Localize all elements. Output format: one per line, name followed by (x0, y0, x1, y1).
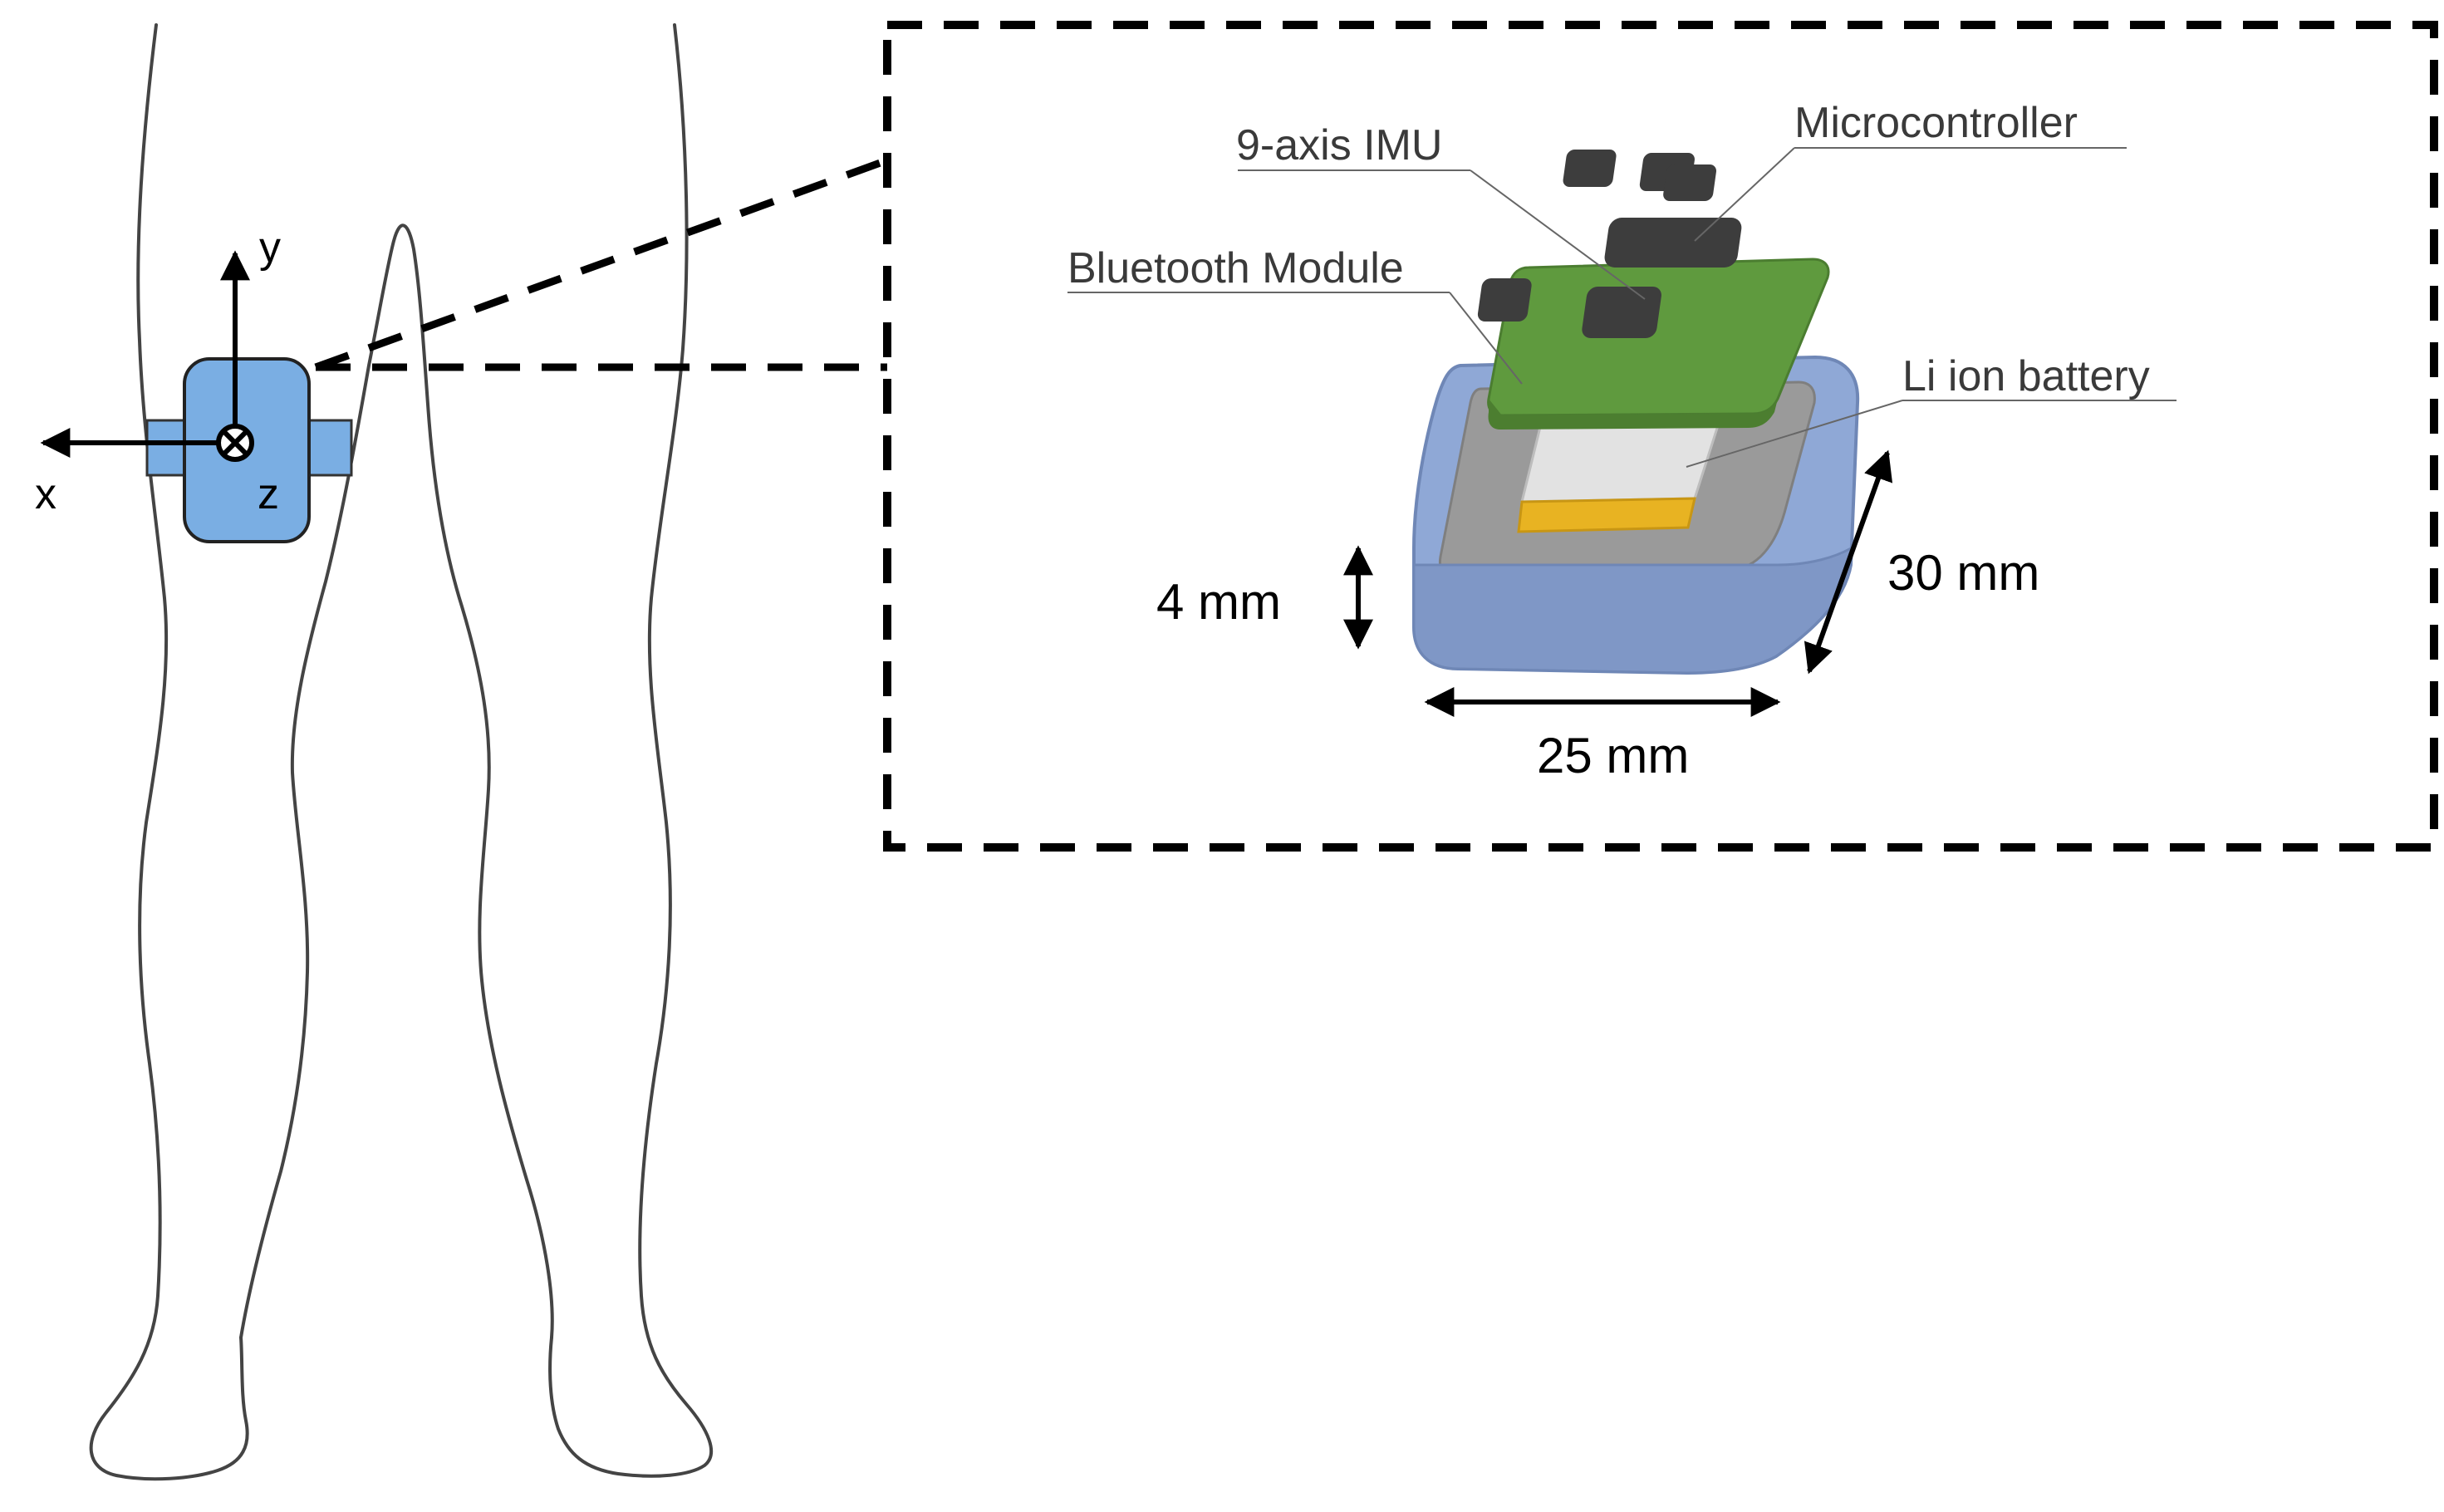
floating-chip-1 (1563, 150, 1617, 187)
z-axis-label: z (258, 470, 279, 518)
y-axis-label: y (259, 223, 281, 272)
bluetooth-chip (1477, 278, 1532, 322)
zoom-callout-lines (314, 156, 889, 371)
microcontroller-label: Microcontroller (1794, 99, 2078, 147)
bluetooth-label: Bluetooth Module (1067, 244, 1404, 292)
depth-dimension-arrow (1804, 449, 1893, 675)
height-dimension-label: 4 mm (1156, 574, 1281, 630)
pcb-edge (1488, 399, 1778, 430)
right-leg-outer-contour (548, 23, 714, 1478)
microcontroller-chip (1604, 218, 1742, 268)
width-dimension-label: 25 mm (1537, 728, 1689, 783)
callout-line-upper (314, 156, 889, 371)
battery-cell (1520, 419, 1722, 503)
coordinate-axes (40, 250, 254, 462)
pcb-board (1487, 258, 1830, 417)
housing-front-face (1412, 546, 1853, 675)
battery-label: Li ion battery (1902, 352, 2150, 400)
floating-chip-3 (1663, 164, 1716, 201)
legs-outline (89, 23, 714, 1481)
leader-lines (1067, 147, 2177, 468)
depth-dimension-label: 30 mm (1887, 545, 2039, 601)
battery-gold-band (1517, 497, 1696, 533)
dimension-arrows (1343, 449, 1893, 717)
device-exploded-view (1412, 150, 1860, 675)
left-leg-outer-contour (89, 23, 249, 1481)
left-leg-inner-contour (239, 223, 554, 1339)
imu-chip (1582, 287, 1661, 338)
detail-box (883, 21, 2438, 852)
x-axis-label: x (35, 470, 56, 518)
imu-label: 9-axis IMU (1236, 121, 1442, 169)
